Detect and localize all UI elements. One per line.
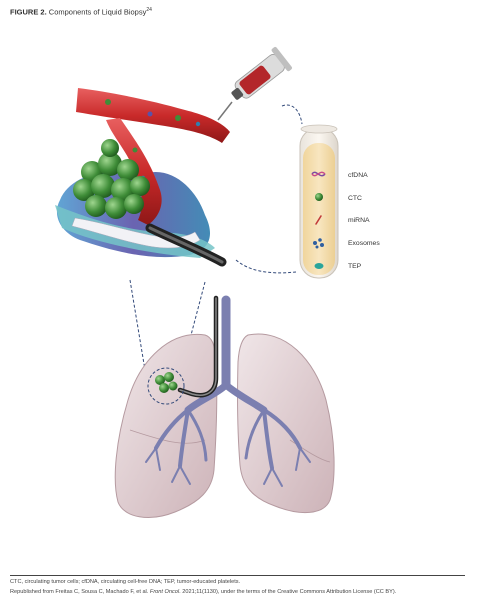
mirna-icon	[315, 215, 322, 225]
legend-label-ctc: CTC	[348, 195, 362, 202]
figure-title-text: Components of Liquid Biopsy	[48, 7, 147, 17]
syringe	[217, 46, 292, 121]
source-suffix: . 2021;11(1130), under the terms of the …	[179, 589, 397, 595]
figure-label: FIGURE 2.	[10, 7, 47, 17]
figure-title: FIGURE 2. Components of Liquid Biopsy24	[10, 7, 152, 17]
source-footnote: Republished from Freitas C, Sousa C, Mac…	[10, 589, 396, 595]
dna-icon	[311, 171, 326, 177]
platelet-icon	[314, 263, 324, 269]
tissue-scene	[55, 88, 230, 267]
legend-label-cfdna: cfDNA	[348, 172, 368, 179]
source-prefix: Republished from Freitas C, Sousa C, Mac…	[10, 589, 150, 595]
tumor-cluster	[73, 139, 150, 219]
source-journal: Front Oncol	[149, 589, 180, 595]
lungs	[114, 295, 335, 518]
ctc-cell-icon	[315, 193, 323, 201]
test-tube: cfDNA CTC miRNA Exosomes TEP	[299, 124, 380, 279]
exosomes-icon	[313, 238, 324, 249]
legend-label-mirna: miRNA	[348, 217, 370, 224]
abbreviations-footnote: CTC, circulating tumor cells; cfDNA, cir…	[10, 579, 241, 585]
legend-label-exosomes: Exosomes	[348, 240, 380, 247]
figure-reference: 24	[146, 7, 152, 13]
footer-divider	[10, 575, 465, 576]
lung-tumor	[155, 372, 178, 393]
legend-label-tep: TEP	[348, 263, 362, 270]
